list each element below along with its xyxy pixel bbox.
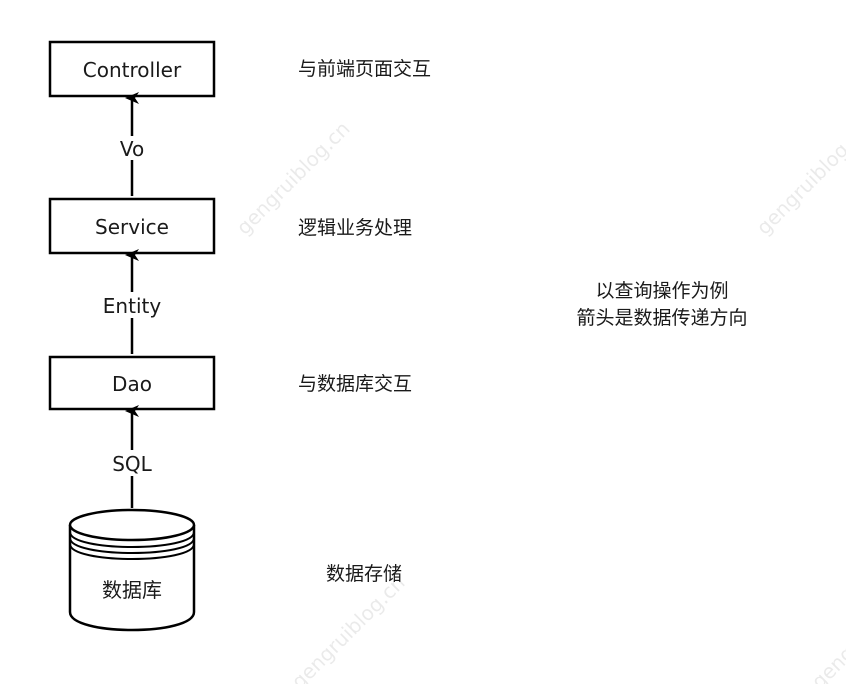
database-top bbox=[68, 508, 196, 542]
edge-sql: SQL bbox=[112, 405, 153, 508]
controller-node: Controller bbox=[48, 40, 216, 98]
service-label: Service bbox=[95, 215, 169, 239]
database-node: 数据库 bbox=[68, 508, 196, 632]
side-note-line-1: 以查询操作为例 bbox=[595, 280, 728, 302]
watermark-text: gengruiblog.cn bbox=[807, 570, 846, 684]
database-ring-3 bbox=[69, 543, 195, 560]
service-node: Service bbox=[48, 197, 216, 255]
edge-sql-label: SQL bbox=[112, 452, 152, 476]
watermark-group: gengruiblog.cn gengruiblog.cn gengruiblo… bbox=[232, 116, 846, 684]
dao-label: Dao bbox=[112, 372, 152, 396]
database-label: 数据库 bbox=[102, 578, 162, 602]
controller-box bbox=[48, 40, 216, 98]
controller-note: 与前端页面交互 bbox=[298, 58, 431, 80]
edge-entity: Entity bbox=[103, 249, 162, 354]
edge-entity-label: Entity bbox=[103, 294, 162, 318]
edge-vo: Vo bbox=[120, 92, 144, 196]
database-ring-2 bbox=[69, 537, 195, 554]
dao-box bbox=[48, 355, 216, 411]
controller-label: Controller bbox=[83, 58, 182, 82]
side-note-line-2: 箭头是数据传递方向 bbox=[576, 307, 747, 329]
dao-node: Dao bbox=[48, 355, 216, 411]
watermark-text: gengruiblog.cn bbox=[287, 570, 410, 684]
database-ring-1 bbox=[69, 531, 195, 548]
dao-note: 与数据库交互 bbox=[298, 373, 412, 395]
database-note: 数据存储 bbox=[326, 563, 402, 585]
edge-vo-label: Vo bbox=[120, 137, 144, 161]
service-note: 逻辑业务处理 bbox=[298, 217, 412, 239]
watermark-text: gengruiblog.cn bbox=[752, 116, 846, 239]
